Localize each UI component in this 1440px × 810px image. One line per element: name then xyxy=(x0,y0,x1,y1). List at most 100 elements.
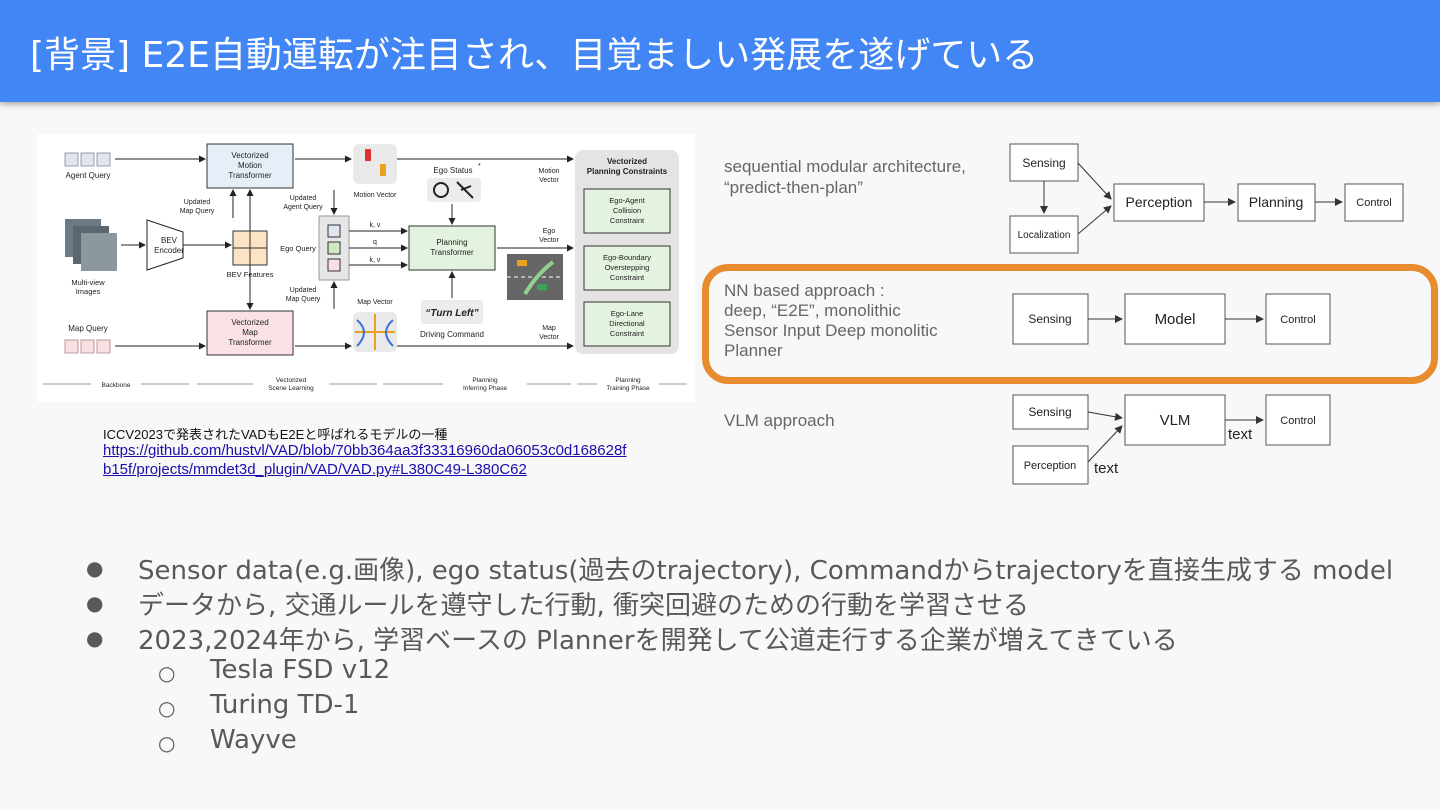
map-transformer-label-1: Vectorized xyxy=(231,318,268,327)
updated-agent-query-2: Agent Query xyxy=(283,204,323,211)
seq-sensing-box xyxy=(1010,144,1078,181)
q-label: q xyxy=(373,239,377,246)
ego-status-label: Ego Status xyxy=(433,166,472,175)
seq-perception-box xyxy=(1114,184,1204,221)
bullet-marker-2: ● xyxy=(86,591,103,615)
bev-encoder-label-2: Encoder xyxy=(154,246,184,255)
vlm-control-box xyxy=(1266,395,1330,445)
vlm-text-label-1: text xyxy=(1228,426,1253,443)
constraint-1-line-2: Collision xyxy=(613,206,641,215)
ego-status-mark: * xyxy=(478,163,481,170)
agent-query-label: Agent Query xyxy=(66,171,111,180)
ego-query-cell-map xyxy=(328,259,340,271)
turn-left-label: “Turn Left” xyxy=(425,308,478,319)
constraint-1-line-3: Constraint xyxy=(610,216,645,225)
sequential-label-1: sequential modular architecture, xyxy=(724,157,966,177)
constraints-title-1: Vectorized xyxy=(607,157,647,166)
sub-bullet-marker-1: ○ xyxy=(158,661,175,685)
bullet-item-3: 2023,2024年から, 学習ベースの Plannerを開発して公道走行する企… xyxy=(138,620,1178,657)
sequential-label-2: “predict-then-plan” xyxy=(724,178,863,198)
github-link-line-2[interactable]: b15f/projects/mmdet3d_plugin/VAD/VAD.py#… xyxy=(103,461,527,478)
ego-query-cell-agent xyxy=(328,225,340,237)
vlm-label: VLM approach xyxy=(724,411,835,431)
seq-localization-label: Localization xyxy=(1018,230,1071,241)
planning-transformer-label-1: Planning xyxy=(436,238,467,247)
updated-map-query-top-2: Map Query xyxy=(180,208,215,215)
vlm-box-label: VLM xyxy=(1160,412,1191,429)
seq-sensing-label: Sensing xyxy=(1022,156,1065,170)
vlm-text-label-2: text xyxy=(1094,460,1119,477)
nn-label-1: NN based approach : xyxy=(724,281,885,301)
vlm-sensing-label: Sensing xyxy=(1028,405,1071,419)
seq-planning-label: Planning xyxy=(1249,194,1304,210)
bullet-marker-1: ● xyxy=(86,556,103,580)
kv-top-label: k, v xyxy=(370,222,381,229)
phase-train-2: Training Phase xyxy=(606,385,650,392)
vad-architecture-figure: Agent Query Multi-view Images Map Query … xyxy=(37,134,695,402)
github-link-line-1[interactable]: https://github.com/hustvl/VAD/blob/70bb3… xyxy=(103,442,626,459)
vad-diagram: Agent Query Multi-view Images Map Query … xyxy=(37,134,695,402)
bev-encoder-shape xyxy=(147,220,183,270)
sub-bullet-marker-3: ○ xyxy=(158,731,175,755)
bullet-item-1: Sensor data(e.g.画像), ego status(過去のtraje… xyxy=(138,550,1393,587)
seq-perception-label: Perception xyxy=(1126,194,1193,210)
map-transformer-label-3: Transformer xyxy=(228,338,272,347)
sub-bullet-item-2: Turing TD-1 xyxy=(210,690,359,720)
updated-map-query-bottom-1: Updated xyxy=(290,287,317,294)
github-link[interactable]: https://github.com/hustvl/VAD/blob/70bb3… xyxy=(103,441,673,479)
planning-transformer-label-2: Transformer xyxy=(430,248,474,257)
constraint-3-line-3: Constraint xyxy=(610,329,645,338)
bullet-item-2: データから, 交通ルールを遵守した行動, 衝突回避のための行動を学習させる xyxy=(138,585,1029,622)
constraint-1-line-1: Ego-Agent xyxy=(609,196,645,205)
seq-control-label: Control xyxy=(1356,197,1391,209)
multi-view-label-2: Images xyxy=(76,287,101,296)
ego-query-cell-ego xyxy=(328,242,340,254)
ego-query-label: Ego Query xyxy=(280,244,316,253)
constraints-title-2: Planning Constraints xyxy=(587,167,668,176)
phase-scene-1: Vectorized xyxy=(276,377,307,384)
bev-encoder-label-1: BEV xyxy=(161,236,178,245)
constraint-2-line-3: Constraint xyxy=(610,273,645,282)
driving-command-label: Driving Command xyxy=(420,330,484,339)
seq-planning-box xyxy=(1238,184,1315,221)
map-vector-right-2: Vector xyxy=(539,334,560,341)
constraint-3-line-2: Directional xyxy=(609,319,645,328)
updated-map-query-top-1: Updated xyxy=(184,199,211,206)
ego-vector-label-2: Vector xyxy=(539,237,560,244)
vlm-sensing-box xyxy=(1013,395,1088,429)
slide-title: [背景] E2E自動運転が注目され、目覚ましい発展を遂げている xyxy=(30,26,1038,78)
sub-bullet-item-1: Tesla FSD v12 xyxy=(210,655,390,685)
updated-map-query-bottom-2: Map Query xyxy=(286,296,321,303)
ego-vector-label-1: Ego xyxy=(543,228,556,235)
constraint-2-line-2: Overstepping xyxy=(605,263,650,272)
constraint-3-line-1: Ego-Lane xyxy=(611,309,644,318)
nn-label-4: Planner xyxy=(724,341,783,361)
vlm-control-label: Control xyxy=(1280,415,1315,427)
title-bar: [背景] E2E自動運転が注目され、目覚ましい発展を遂げている xyxy=(0,0,1440,102)
nn-label-3: Sensor Input Deep monolitic xyxy=(724,321,938,341)
map-vector-right-1: Map xyxy=(542,325,556,332)
seq-localization-box xyxy=(1010,216,1078,253)
phase-infer-2: Inferring Phase xyxy=(463,385,507,392)
motion-transformer-label-3: Transformer xyxy=(228,171,272,180)
motion-transformer-label-2: Motion xyxy=(238,161,262,170)
map-query-label: Map Query xyxy=(68,324,108,333)
vlm-box xyxy=(1125,395,1225,445)
constraint-2-line-1: Ego-Boundary xyxy=(603,253,651,262)
vlm-perception-box xyxy=(1013,446,1088,484)
phase-scene-2: Scene Learning xyxy=(268,385,314,392)
phase-train-1: Planning xyxy=(615,377,641,384)
updated-agent-query-1: Updated xyxy=(290,195,317,202)
motion-vector-icon xyxy=(353,144,397,184)
phase-infer-1: Planning xyxy=(472,377,498,384)
kv-bottom-label: k, v xyxy=(370,257,381,264)
agent-query-cells xyxy=(65,153,110,166)
multi-view-label-1: Multi-view xyxy=(71,278,105,287)
motion-transformer-label-1: Vectorized xyxy=(231,151,268,160)
map-query-cells xyxy=(65,340,110,353)
map-vector-label: Map Vector xyxy=(357,299,393,306)
motion-vector-label: Motion Vector xyxy=(354,192,397,199)
multi-view-images xyxy=(65,219,117,271)
ego-status-icons xyxy=(427,178,481,202)
